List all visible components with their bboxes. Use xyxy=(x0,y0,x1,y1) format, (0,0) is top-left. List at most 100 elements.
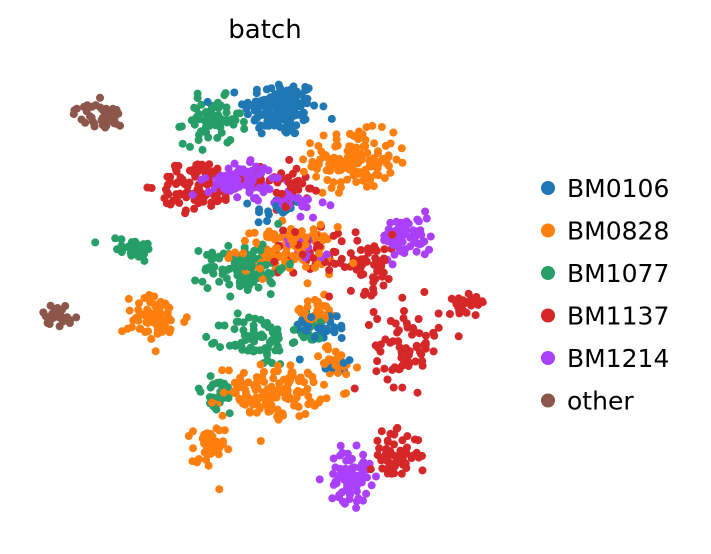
scatter-point xyxy=(272,202,281,210)
scatter-point xyxy=(264,405,273,414)
scatter-point xyxy=(292,164,301,173)
scatter-point xyxy=(337,321,346,330)
scatter-point xyxy=(343,175,352,184)
scatter-point xyxy=(314,142,323,150)
scatter-point xyxy=(208,339,217,348)
scatter-point xyxy=(345,142,354,151)
scatter-point xyxy=(289,325,298,334)
scatter-point xyxy=(303,385,312,393)
scatter-point xyxy=(82,107,91,116)
scatter-point xyxy=(260,377,269,386)
scatter-point xyxy=(454,332,463,341)
scatter-point xyxy=(256,315,265,324)
scatter-point xyxy=(250,381,259,390)
scatter-point xyxy=(245,313,253,322)
scatter-point xyxy=(188,190,197,199)
scatter-point xyxy=(218,411,227,420)
scatter-point xyxy=(332,312,341,321)
scatter-point xyxy=(410,435,419,444)
scatter-point xyxy=(262,348,271,357)
scatter-point xyxy=(233,193,242,202)
scatter-point xyxy=(359,142,368,151)
scatter-point xyxy=(247,166,256,175)
scatter-point xyxy=(205,160,214,169)
scatter-point xyxy=(272,337,281,346)
legend-item: BM1137 xyxy=(541,302,669,331)
scatter-point xyxy=(190,204,199,213)
scatter-point xyxy=(249,277,258,286)
scatter-point xyxy=(230,88,239,97)
scatter-point xyxy=(367,291,376,300)
scatter-point xyxy=(398,436,407,445)
scatter-point xyxy=(254,218,263,227)
scatter-point xyxy=(220,321,229,330)
scatter-point xyxy=(234,317,243,326)
scatter-point xyxy=(395,244,404,253)
scatter-point xyxy=(471,311,480,320)
scatter-point xyxy=(239,326,248,335)
scatter-point xyxy=(291,178,300,187)
scatter-point xyxy=(322,153,331,162)
scatter-point xyxy=(324,355,333,364)
scatter-point xyxy=(270,257,279,266)
scatter-point xyxy=(333,369,342,377)
scatter-point xyxy=(310,263,319,272)
scatter-point xyxy=(193,185,202,194)
scatter-point xyxy=(322,166,331,175)
scatter-point xyxy=(143,183,152,192)
scatter-point xyxy=(299,116,308,125)
scatter-point xyxy=(329,454,338,463)
legend-marker xyxy=(541,181,555,195)
scatter-point xyxy=(247,177,256,186)
scatter-point xyxy=(310,401,319,410)
scatter-point xyxy=(182,313,191,322)
scatter-point xyxy=(345,158,354,167)
scatter-point xyxy=(226,292,235,301)
scatter-point xyxy=(87,113,96,122)
scatter-point xyxy=(291,129,300,138)
scatter-point xyxy=(90,122,99,131)
scatter-point xyxy=(382,154,391,162)
scatter-point xyxy=(386,168,395,177)
scatter-point xyxy=(322,250,331,259)
scatter-point xyxy=(246,158,254,167)
scatter-point xyxy=(329,178,338,187)
scatter-point xyxy=(269,374,278,383)
scatter-point xyxy=(215,443,224,452)
scatter-point xyxy=(323,176,332,184)
scatter-point xyxy=(331,141,340,150)
scatter-point xyxy=(164,190,173,199)
scatter-point xyxy=(125,306,134,315)
scatter-point xyxy=(283,386,292,395)
scatter-point xyxy=(247,263,256,272)
scatter-point xyxy=(194,247,203,255)
scatter-point xyxy=(348,464,357,472)
scatter-point xyxy=(195,130,203,139)
scatter-point xyxy=(185,166,194,175)
scatter-point xyxy=(260,368,268,376)
scatter-point xyxy=(147,334,156,343)
scatter-point xyxy=(377,427,386,436)
scatter-point xyxy=(203,446,212,455)
scatter-point xyxy=(390,440,398,449)
scatter-point xyxy=(413,215,422,224)
scatter-point xyxy=(202,128,211,137)
scatter-point xyxy=(203,116,212,125)
scatter-point xyxy=(240,124,249,133)
scatter-point xyxy=(270,367,279,376)
scatter-point xyxy=(336,178,345,187)
scatter-point xyxy=(322,302,331,311)
scatter-point xyxy=(237,377,245,386)
scatter-point xyxy=(392,155,401,164)
scatter-point xyxy=(399,355,408,364)
scatter-point xyxy=(203,284,212,293)
scatter-point xyxy=(240,262,249,271)
scatter-point xyxy=(282,128,291,137)
scatter-point xyxy=(196,387,205,396)
scatter-point xyxy=(295,355,304,364)
scatter-point xyxy=(302,99,311,108)
scatter-point xyxy=(243,286,252,294)
scatter-point xyxy=(207,201,216,210)
scatter-point xyxy=(384,237,393,246)
